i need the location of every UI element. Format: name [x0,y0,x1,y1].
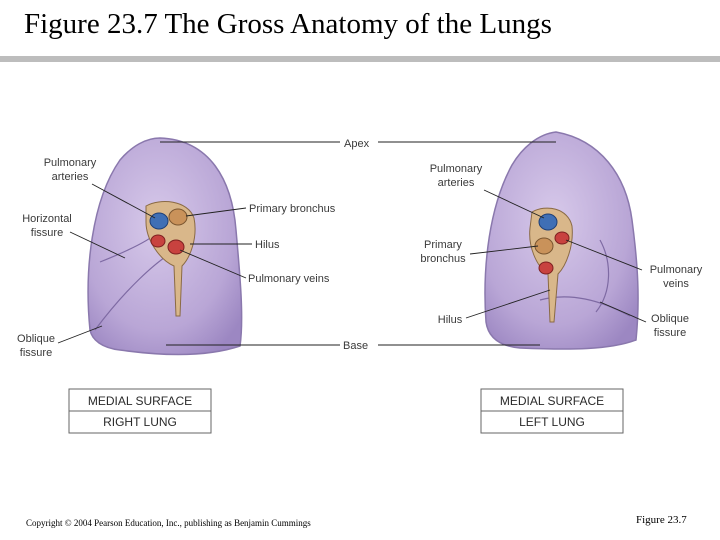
horizontal-fissure-label-line1: Horizontal [22,213,72,225]
left-lung-panel: MEDIAL SURFACE LEFT LUNG [481,389,623,433]
right-lung-panel: MEDIAL SURFACE RIGHT LUNG [69,389,211,433]
right-arteries-label-line2: arteries [52,171,89,183]
left-veins-label-line1: Pulmonary [650,264,703,276]
left-oblique-label-line2: fissure [654,327,686,339]
left-lung [485,132,638,349]
right-vein-vessel-1 [151,235,165,247]
horizontal-fissure-label-line2: fissure [31,227,63,239]
left-vein-vessel-2 [539,262,553,274]
right-oblique-label-line2: fissure [20,347,52,359]
right-bronchus-label: Primary bronchus [249,203,336,215]
right-hilus-label: Hilus [255,239,280,251]
base-label: Base [343,340,368,352]
figure-number: Figure 23.7 [636,514,687,526]
left-artery-vessel [539,214,557,230]
right-panel-name: RIGHT LUNG [103,415,177,429]
left-bronchus-label-line2: bronchus [420,253,466,265]
right-bronchus-vessel [169,209,187,225]
left-panel-name: LEFT LUNG [519,415,585,429]
left-veins-label-line2: veins [663,278,689,290]
right-veins-label: Pulmonary veins [248,273,330,285]
left-panel-surface: MEDIAL SURFACE [500,394,604,408]
apex-label: Apex [344,138,370,150]
right-vein-vessel-2 [168,240,184,254]
left-arteries-label-line2: arteries [438,177,475,189]
right-panel-surface: MEDIAL SURFACE [88,394,192,408]
copyright-notice: Copyright © 2004 Pearson Education, Inc.… [26,518,311,528]
right-lung [88,138,242,355]
left-bronchus-label-line1: Primary [424,239,462,251]
left-vein-vessel-1 [555,232,569,244]
left-arteries-label-line1: Pulmonary [430,163,483,175]
left-oblique-label-line1: Oblique [651,313,689,325]
right-oblique-label-line1: Oblique [17,333,55,345]
right-artery-vessel [150,213,168,229]
left-hilus-label: Hilus [438,314,463,326]
right-arteries-label-line1: Pulmonary [44,157,97,169]
